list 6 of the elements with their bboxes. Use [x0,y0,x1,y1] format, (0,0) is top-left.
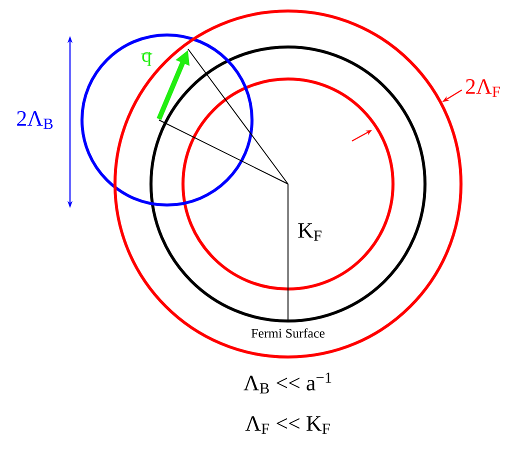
math-label: K$_{F}$ [298,223,322,241]
text-label: 2Λ$_{F}$ [466,79,500,97]
math-label: 2Λ$_{B}$ [17,111,53,129]
circle-drawing [114,10,462,358]
equation: Λ$_{F}$ << K$_{F}$ [245,416,330,434]
text-label: Fermi Surface [251,328,325,338]
